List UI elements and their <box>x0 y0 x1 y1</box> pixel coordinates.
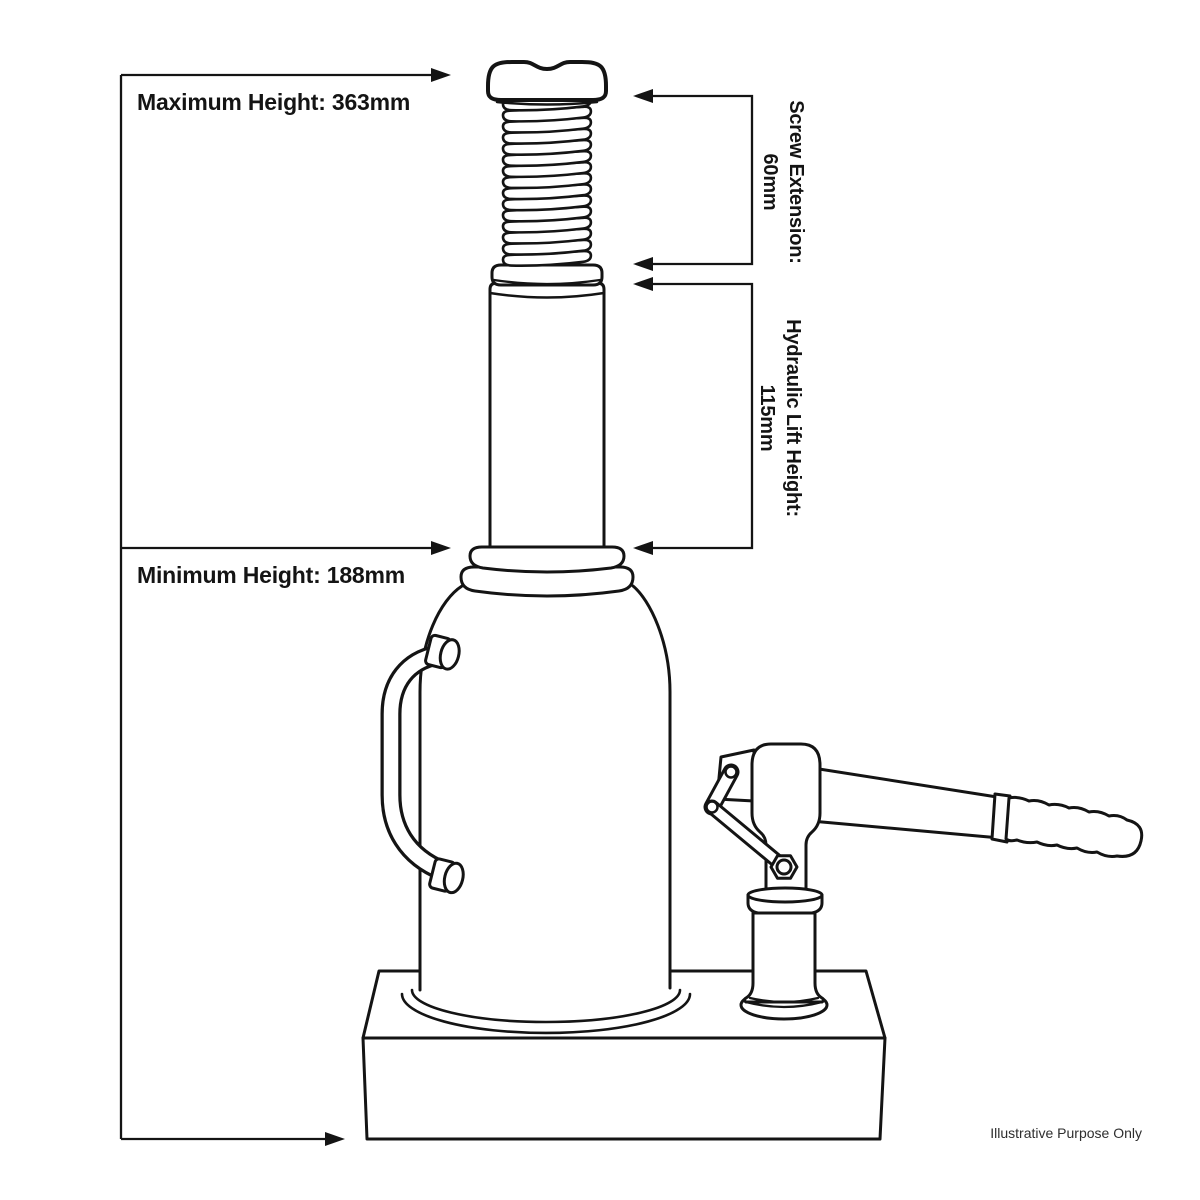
min-height-label: Minimum Height: 188mm <box>137 562 406 588</box>
bottle-outline <box>418 584 672 992</box>
screw-extension-label: Screw Extension: 60mm <box>757 100 809 264</box>
arrowhead-max-height <box>431 68 451 82</box>
pump-cylinder <box>743 911 825 1004</box>
pump-flange-rim <box>746 886 824 904</box>
lift-ram <box>488 281 606 567</box>
saddle-cap <box>486 60 608 106</box>
arrowhead-min-height <box>431 541 451 555</box>
arrowhead-lift-bottom <box>633 541 653 555</box>
arrowhead-base <box>325 1132 345 1146</box>
arrowhead-screw-top <box>633 89 653 103</box>
arrowhead-lift-top <box>633 277 653 291</box>
bottle-body <box>418 584 672 1000</box>
base-recess-ring-inner <box>410 988 682 1024</box>
screw-extension-value: 60mm <box>759 153 781 211</box>
carry-handle <box>380 633 465 895</box>
handle-top-knob <box>424 633 461 671</box>
screw-extension-title: Screw Extension: <box>785 100 807 264</box>
base-front-face <box>361 1036 887 1141</box>
handle-bottom-knob <box>428 857 465 895</box>
hydraulic-lift-bracket <box>652 282 754 550</box>
bottle-collar <box>459 545 635 598</box>
hydraulic-lift-label: Hydraulic Lift Height: 115mm <box>754 319 806 517</box>
screw-extension-bracket <box>652 94 754 266</box>
hydraulic-lift-value: 115mm <box>756 384 778 452</box>
lever-grip <box>1004 795 1144 858</box>
dimension-lines <box>119 68 754 1146</box>
max-height-label: Maximum Height: 363mm <box>137 89 411 115</box>
pump-assembly <box>703 742 1144 1009</box>
ram-top-ring <box>490 263 604 287</box>
bottle-fill <box>420 586 670 1000</box>
hydraulic-lift-title: Hydraulic Lift Height: <box>782 319 804 517</box>
screw-threads <box>501 94 593 269</box>
base-recess-ring-outer <box>400 992 692 1035</box>
footer-note: Illustrative Purpose Only <box>990 1125 1142 1141</box>
lever-shaft <box>798 764 1002 840</box>
pump-linkage <box>703 763 799 880</box>
arrowhead-screw-bottom <box>633 257 653 271</box>
